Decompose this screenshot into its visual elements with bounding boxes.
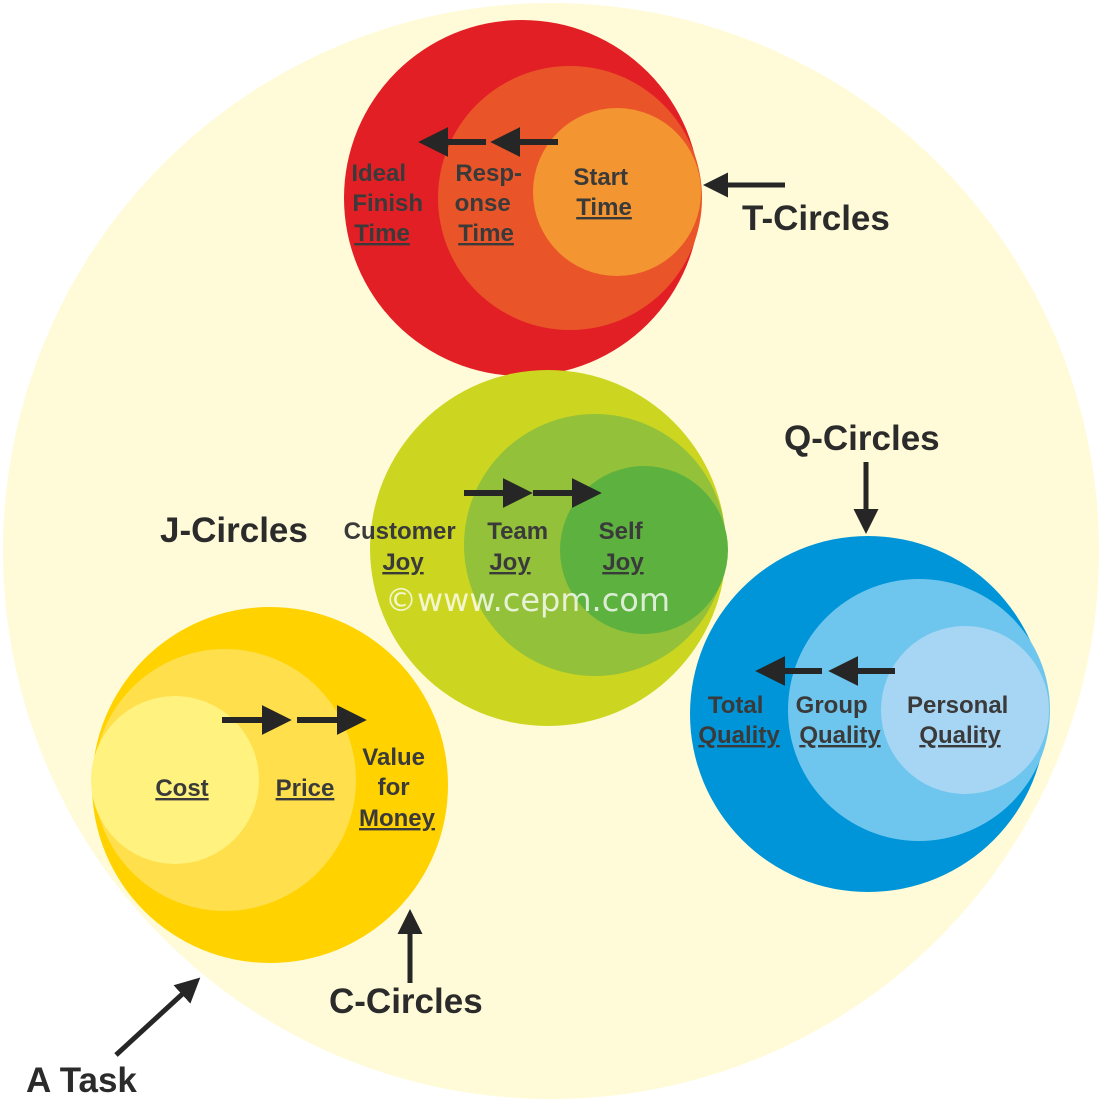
- q-outer-label: Total Quality: [698, 692, 780, 749]
- q-middle-label: Group Quality: [796, 692, 882, 749]
- t-outer-label: Ideal Finish Time: [351, 160, 429, 247]
- c-circles-title: C-Circles: [329, 982, 483, 1021]
- c-inner-circle: [91, 696, 259, 864]
- t-inner-label: Start Time: [573, 164, 634, 221]
- task-pointer-arrow: [114, 977, 201, 1057]
- j-outer-label: Customer Joy: [344, 518, 463, 576]
- t-circles: Ideal Finish Time Resp- onse Time Start …: [344, 20, 890, 376]
- q-inner-label: Personal Quality: [907, 692, 1015, 749]
- c-inner-label: Cost: [155, 775, 208, 802]
- task-label: A Task: [26, 1061, 137, 1100]
- t-middle-label: Resp- onse Time: [455, 160, 529, 247]
- watermark-text: ©www.cepm.com: [385, 581, 670, 619]
- c-middle-label: Price: [276, 775, 335, 802]
- q-circles: Total Quality Group Quality Personal Qua…: [690, 419, 1050, 892]
- j-inner-circle: [560, 466, 728, 634]
- j-circles-title: J-Circles: [160, 511, 308, 550]
- t-inner-circle: [533, 108, 701, 276]
- c-circles: Cost Price Value for Money C-Circles: [91, 607, 483, 1021]
- j-middle-label: Team Joy: [487, 518, 555, 576]
- j-circles: Customer Joy Team Joy Self Joy J-Circles: [160, 370, 728, 726]
- q-inner-circle: [881, 626, 1049, 794]
- t-circles-title: T-Circles: [742, 199, 890, 238]
- j-inner-label: Self Joy: [599, 518, 650, 576]
- q-circles-title: Q-Circles: [784, 419, 940, 458]
- c-outer-label: Value for Money: [359, 744, 436, 832]
